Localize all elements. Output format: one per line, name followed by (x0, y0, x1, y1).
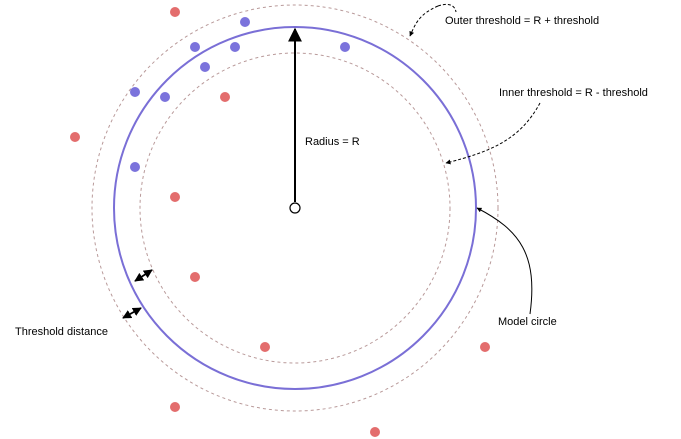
inlier-point (340, 42, 350, 52)
outlier-point (480, 342, 490, 352)
outlier-point (260, 342, 270, 352)
threshold-arrow-inner (134, 269, 153, 282)
inlier-points (130, 17, 350, 172)
inlier-point (130, 162, 140, 172)
outlier-point (220, 92, 230, 102)
outlier-point (190, 272, 200, 282)
outer-callout-line (409, 5, 439, 37)
model-circle-label: Model circle (498, 316, 557, 328)
inner-callout-line (445, 102, 541, 165)
inlier-point (130, 87, 140, 97)
inner-threshold-label: Inner threshold = R - threshold (499, 87, 648, 99)
inlier-point (230, 42, 240, 52)
threshold-arrow-outer (122, 307, 142, 319)
inlier-point (200, 62, 210, 72)
outlier-point (170, 402, 180, 412)
inner-threshold-circle (139, 52, 451, 364)
outlier-point (170, 7, 180, 17)
outlier-point (170, 192, 180, 202)
outlier-points (70, 7, 490, 437)
outer-callout-hook (437, 3, 457, 13)
center-point (289, 202, 301, 214)
threshold-distance-label: Threshold distance (15, 326, 108, 338)
outlier-point (370, 427, 380, 437)
model-circle (113, 26, 477, 390)
outer-threshold-label: Outer threshold = R + threshold (445, 15, 600, 27)
model-callout-line (476, 207, 533, 315)
inlier-point (190, 42, 200, 52)
radius-label: Radius = R (305, 136, 360, 148)
inlier-point (160, 92, 170, 102)
outer-threshold-circle (91, 4, 499, 412)
outlier-point (70, 132, 80, 142)
inlier-point (240, 17, 250, 27)
